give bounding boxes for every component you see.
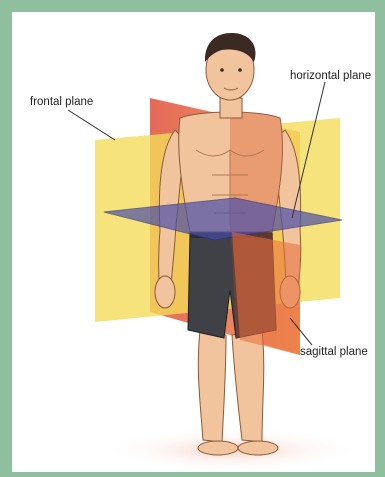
left-leg [198, 330, 226, 442]
left-eye [220, 68, 224, 72]
sagittal-plane-label: sagittal plane [300, 346, 368, 358]
frontal-leader-line [68, 110, 115, 140]
horizontal-plane-label: horizontal plane [290, 70, 371, 82]
frontal-plane-label: frontal plane [30, 96, 93, 108]
neck [220, 98, 242, 118]
right-foot [238, 441, 278, 455]
right-eye [238, 68, 242, 72]
left-hand [155, 276, 175, 308]
right-leg [232, 330, 264, 442]
left-foot [198, 441, 238, 455]
sagittal-plane-front [232, 232, 300, 355]
